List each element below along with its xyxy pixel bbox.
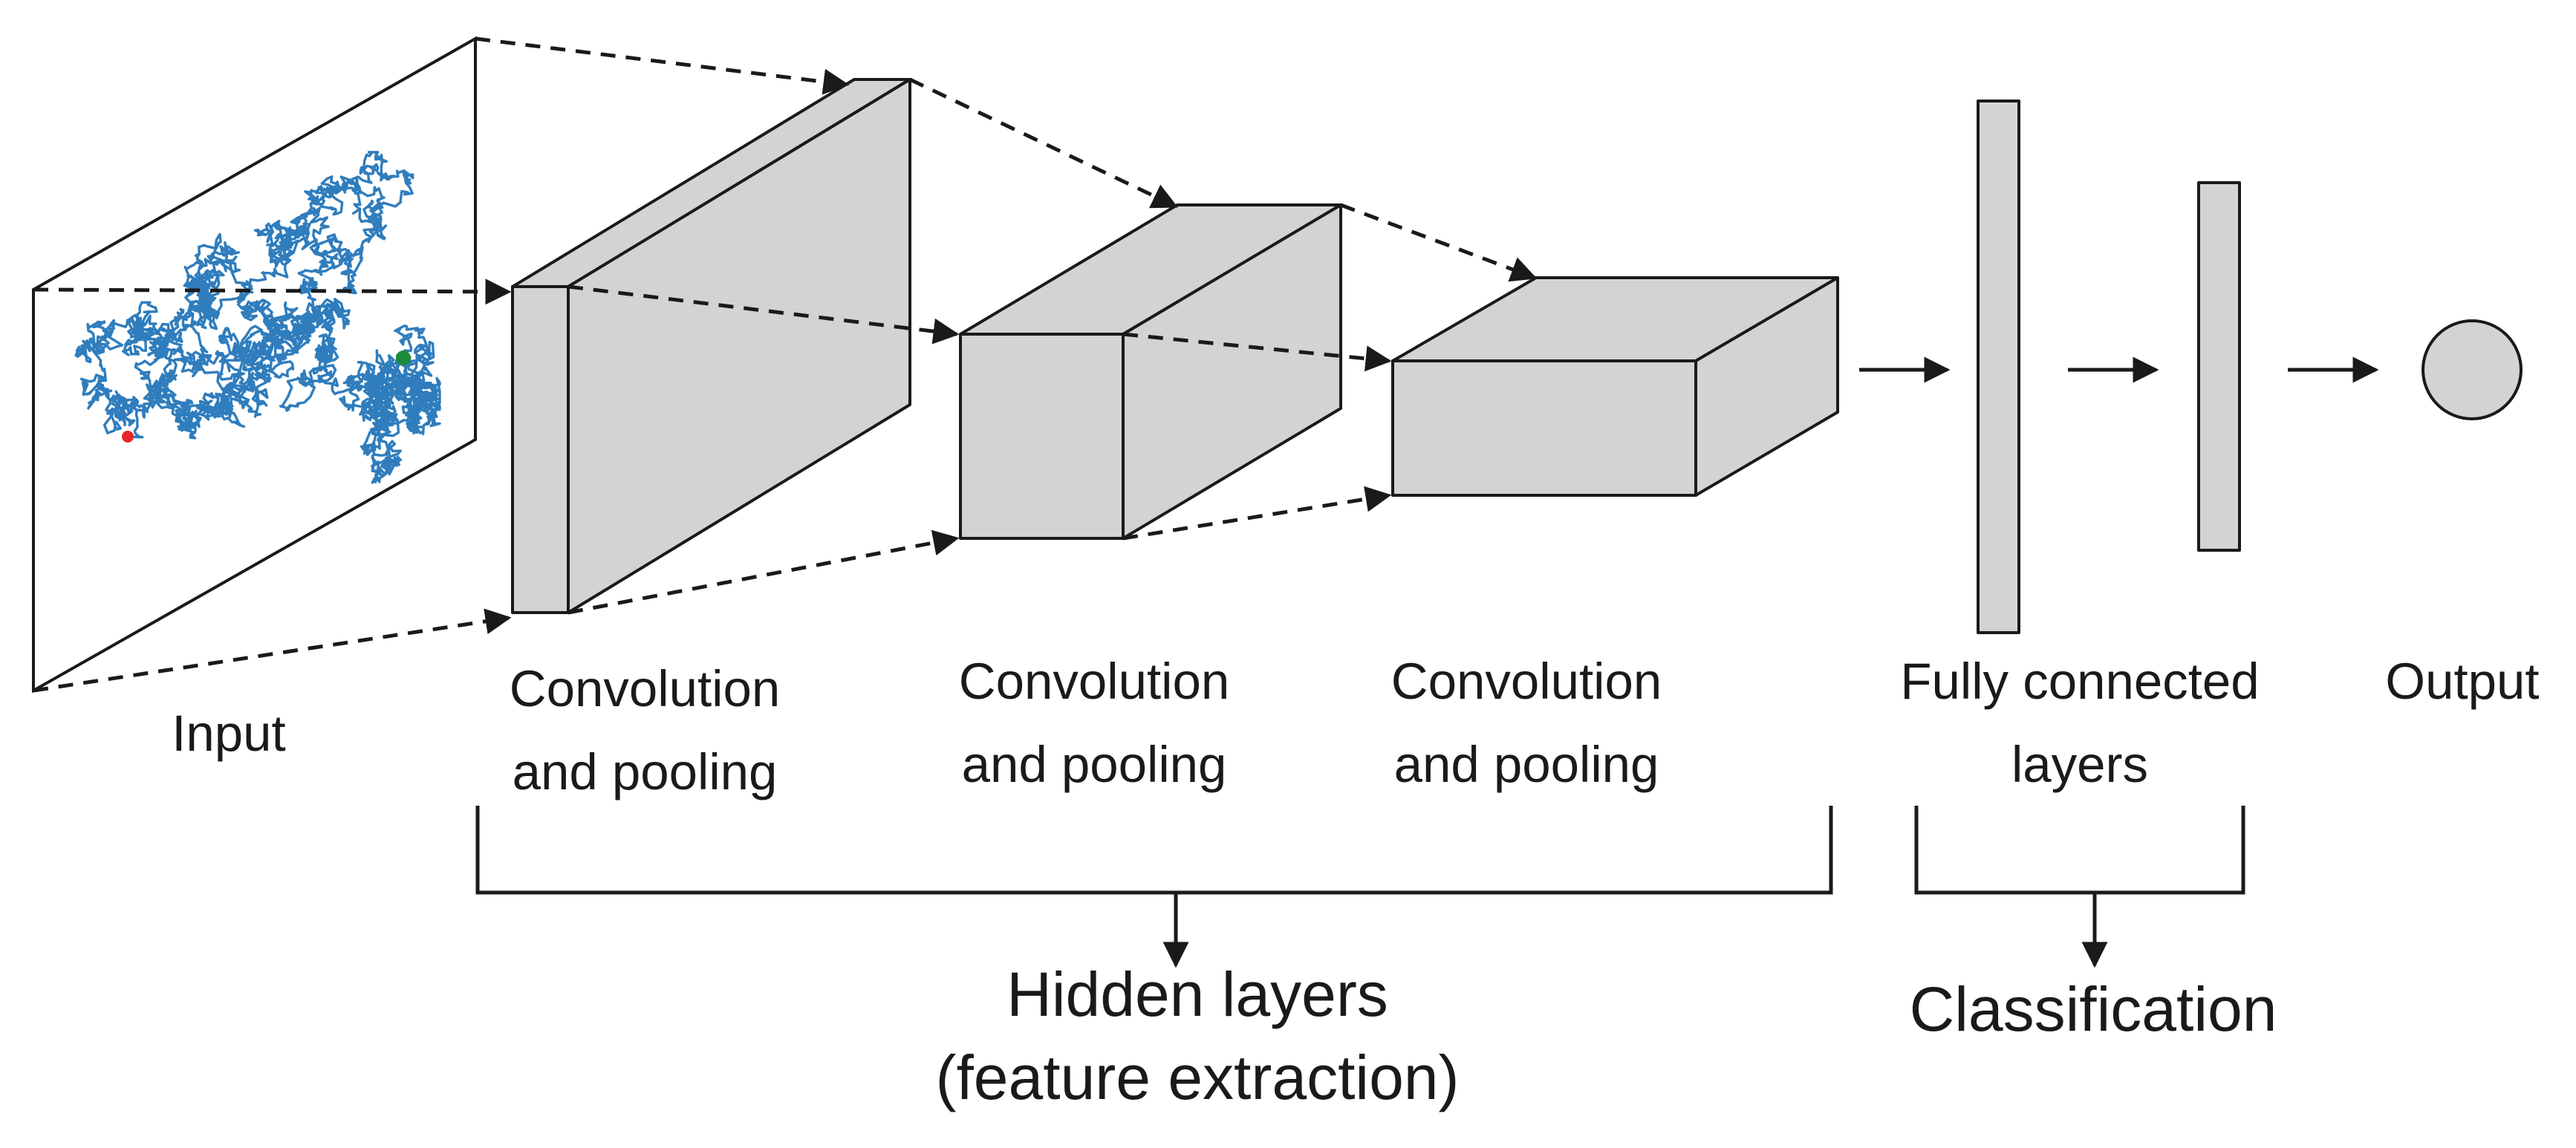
classification-bracket (1914, 806, 2245, 968)
trajectory-start-marker (122, 431, 134, 443)
conv-block-3 (1391, 276, 1839, 497)
dash-input-bottom-to-block1 (33, 608, 512, 693)
conv-block-3-front (1391, 359, 1697, 497)
dashed-connections (33, 36, 1538, 693)
dash-input-mid-to-block1 (33, 278, 512, 305)
conv1-label-line1: Convolution (510, 660, 780, 717)
dash-input-top-to-block1 (475, 36, 850, 95)
fully-connected-label-line1: Fully connected (1900, 653, 2259, 710)
hidden-layers-label-line2: (feature extraction) (936, 1043, 1460, 1112)
output-node (2421, 319, 2523, 420)
conv2-label-line1: Convolution (959, 653, 1229, 710)
input-label: Input (172, 705, 285, 762)
hidden-layers-label-line1: Hidden layers (1006, 959, 1388, 1029)
conv3-label-line1: Convolution (1391, 653, 1662, 710)
dash-block2-mid-to-block3 (1122, 332, 1392, 372)
classification-label: Classification (1910, 974, 2277, 1044)
conv-block-1-front (511, 285, 570, 614)
dash-block1-mid-to-block2 (567, 284, 960, 345)
random-walk-trajectory (74, 151, 441, 484)
output-label: Output (2385, 653, 2539, 710)
dash-block2-top-to-block3 (1340, 203, 1538, 282)
conv3-label-line2: and pooling (1394, 736, 1659, 793)
dash-block1-bottom-to-block2 (567, 529, 960, 615)
dash-block1-top-to-block2 (908, 77, 1179, 209)
conv-block-1 (511, 78, 911, 614)
fully-connected-label-line2: layers (2011, 736, 2148, 793)
conv1-label-line2: and pooling (513, 743, 778, 800)
fully-connected-layer-2 (2197, 181, 2241, 552)
trajectory-plot (74, 151, 441, 484)
conv-block-2 (959, 203, 1342, 540)
input-plane (32, 36, 477, 694)
conv2-label-line2: and pooling (962, 736, 1227, 793)
conv-block-2-front (959, 333, 1125, 540)
hidden-layers-bracket (475, 806, 1833, 968)
dash-block2-bottom-to-block3 (1122, 486, 1392, 541)
trajectory-end-marker (396, 350, 411, 365)
fully-connected-layer-1 (1977, 100, 2020, 634)
